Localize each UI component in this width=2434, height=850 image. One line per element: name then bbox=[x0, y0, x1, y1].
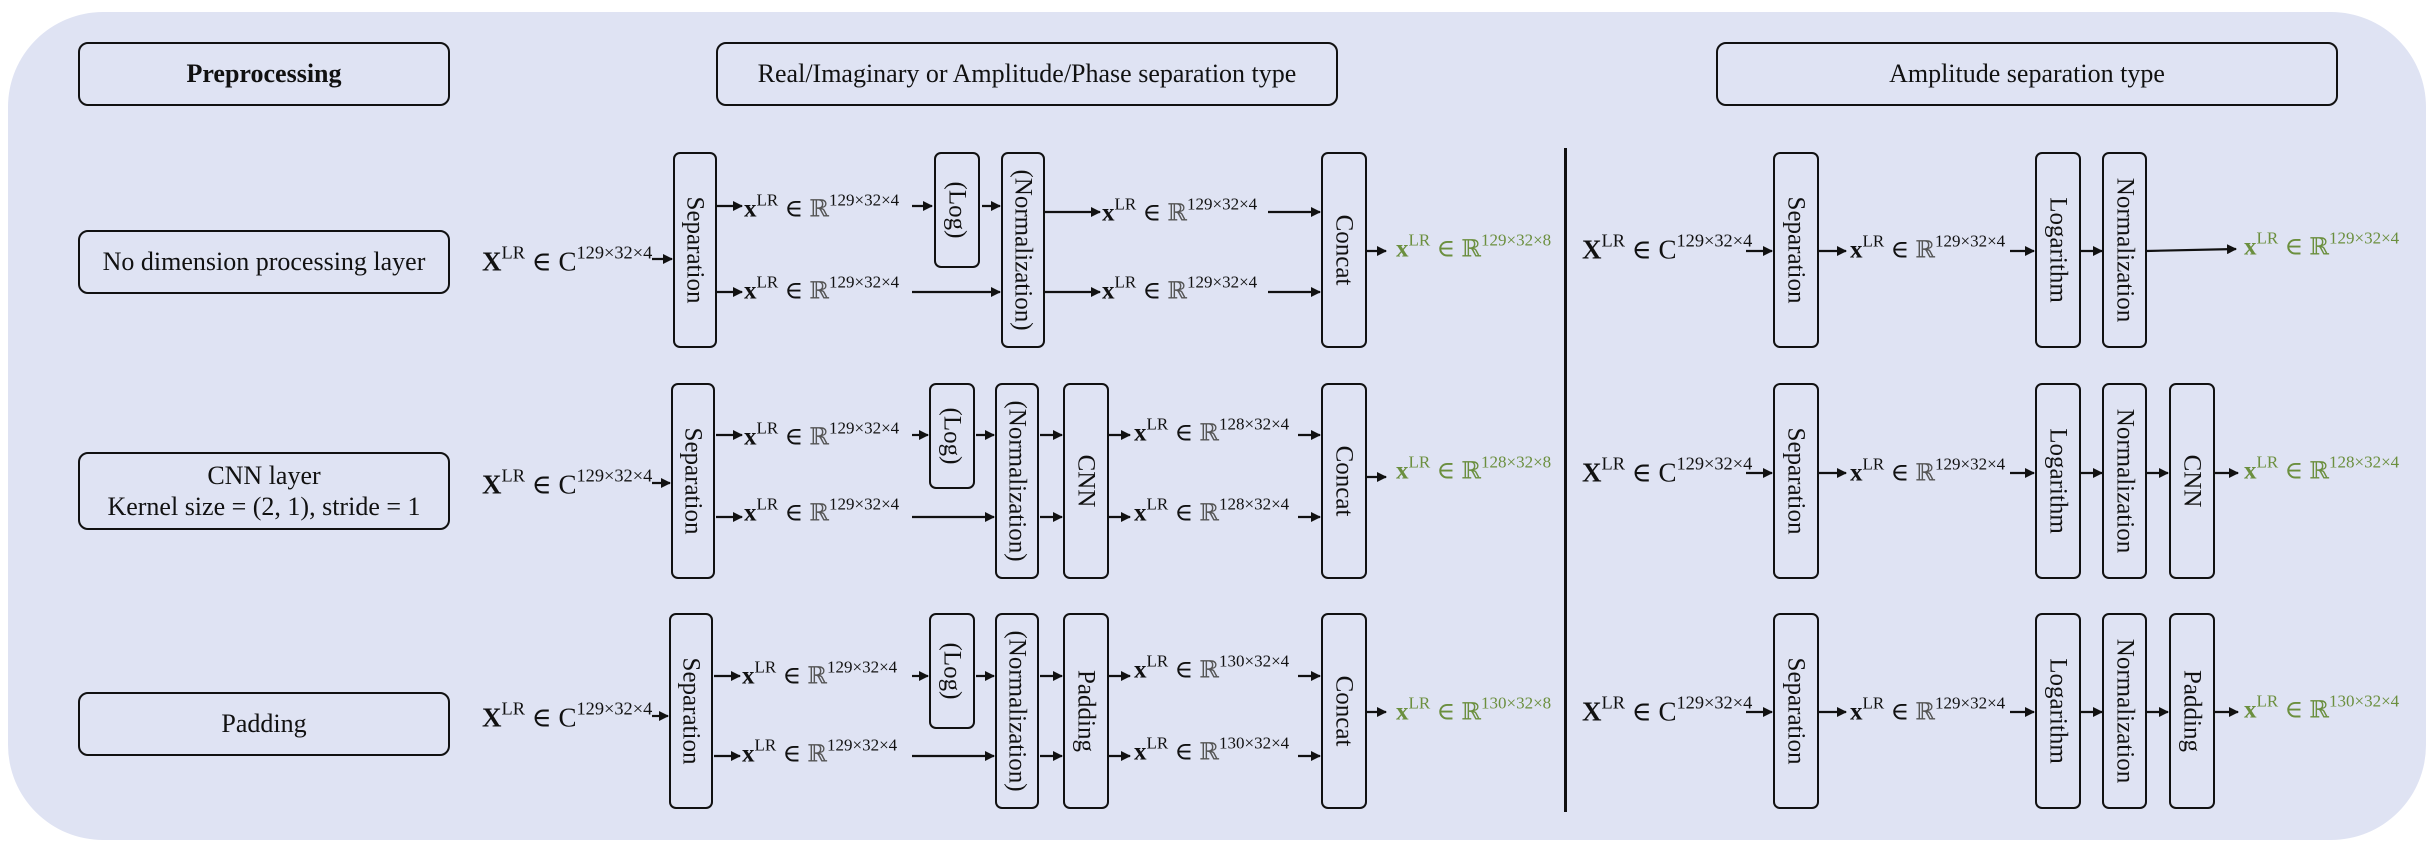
normalization-block: Normalization bbox=[2102, 383, 2147, 579]
log-block: (Log) bbox=[929, 613, 975, 729]
normalization-block: Normalization bbox=[2102, 152, 2147, 348]
logarithm-block: Logarithm bbox=[2035, 613, 2081, 809]
cnn-label-line1: CNN layer bbox=[207, 460, 321, 490]
output-label: xLR ∈ ℝ129×32×8 bbox=[1396, 230, 1552, 263]
logarithm-block: Logarithm bbox=[2035, 383, 2081, 579]
log-block: (Log) bbox=[929, 383, 975, 489]
feature-label: xLR ∈ ℝ129×32×4 bbox=[1102, 194, 1258, 227]
input-label: XLR ∈ C129×32×4 bbox=[1582, 453, 1753, 488]
input-label: XLR ∈ C129×32×4 bbox=[482, 698, 653, 733]
output-label: xLR ∈ ℝ128×32×8 bbox=[1396, 452, 1552, 485]
separation-block: Separation bbox=[1773, 152, 1819, 348]
concat-block: Concat bbox=[1321, 383, 1367, 579]
feature-label: xLR ∈ ℝ130×32×4 bbox=[1134, 733, 1290, 766]
output-label: xLR ∈ ℝ130×32×4 bbox=[2244, 691, 2400, 724]
left-type-header: Real/Imaginary or Amplitude/Phase separa… bbox=[716, 42, 1338, 106]
input-label: XLR ∈ C129×32×4 bbox=[1582, 230, 1753, 265]
preprocessing-header: Preprocessing bbox=[78, 42, 450, 106]
section-divider bbox=[1564, 148, 1567, 812]
feature-label: xLR ∈ ℝ129×32×4 bbox=[744, 494, 900, 527]
feature-label: xLR ∈ ℝ129×32×4 bbox=[742, 657, 898, 690]
row-label-none: No dimension processing layer bbox=[78, 230, 450, 294]
separation-block: Separation bbox=[1773, 613, 1819, 809]
arrow bbox=[2145, 244, 2237, 255]
feature-label: xLR ∈ ℝ128×32×4 bbox=[1134, 414, 1290, 447]
feature-label: xLR ∈ ℝ129×32×4 bbox=[1102, 272, 1258, 305]
input-label: XLR ∈ C129×32×4 bbox=[482, 242, 653, 277]
normalization-block: (Normalization) bbox=[1001, 152, 1045, 348]
input-label: XLR ∈ C129×32×4 bbox=[482, 465, 653, 500]
cnn-block: CNN bbox=[1063, 383, 1109, 579]
normalization-block: Normalization bbox=[2102, 613, 2147, 809]
feature-label: xLR ∈ ℝ129×32×4 bbox=[742, 735, 898, 768]
feature-label: xLR ∈ ℝ130×32×4 bbox=[1134, 651, 1290, 684]
cnn-block: CNN bbox=[2169, 383, 2215, 579]
logarithm-block: Logarithm bbox=[2035, 152, 2081, 348]
feature-label: xLR ∈ ℝ128×32×4 bbox=[1134, 494, 1290, 527]
row-label-padding: Padding bbox=[78, 692, 450, 756]
feature-label: xLR ∈ ℝ129×32×4 bbox=[1850, 454, 2006, 487]
feature-label: xLR ∈ ℝ129×32×4 bbox=[744, 190, 900, 223]
normalization-block: (Normalization) bbox=[995, 383, 1039, 579]
output-label: xLR ∈ ℝ129×32×4 bbox=[2244, 228, 2400, 261]
feature-label: xLR ∈ ℝ129×32×4 bbox=[744, 418, 900, 451]
feature-label: xLR ∈ ℝ129×32×4 bbox=[744, 272, 900, 305]
right-type-header: Amplitude separation type bbox=[1716, 42, 2338, 106]
row-label-cnn: CNN layer Kernel size = (2, 1), stride =… bbox=[78, 452, 450, 530]
feature-label: xLR ∈ ℝ129×32×4 bbox=[1850, 693, 2006, 726]
concat-block: Concat bbox=[1321, 152, 1367, 348]
feature-label: xLR ∈ ℝ129×32×4 bbox=[1850, 231, 2006, 264]
normalization-block: (Normalization) bbox=[995, 613, 1039, 809]
output-label: xLR ∈ ℝ128×32×4 bbox=[2244, 452, 2400, 485]
cnn-label-line2: Kernel size = (2, 1), stride = 1 bbox=[107, 492, 421, 521]
separation-block: Separation bbox=[671, 383, 715, 579]
separation-block: Separation bbox=[673, 152, 717, 348]
padding-block: Padding bbox=[2169, 613, 2215, 809]
separation-block: Separation bbox=[669, 613, 713, 809]
log-block: (Log) bbox=[934, 152, 980, 268]
output-label: xLR ∈ ℝ130×32×8 bbox=[1396, 693, 1552, 726]
concat-block: Concat bbox=[1321, 613, 1367, 809]
input-label: XLR ∈ C129×32×4 bbox=[1582, 692, 1753, 727]
separation-block: Separation bbox=[1773, 383, 1819, 579]
padding-block: Padding bbox=[1063, 613, 1109, 809]
